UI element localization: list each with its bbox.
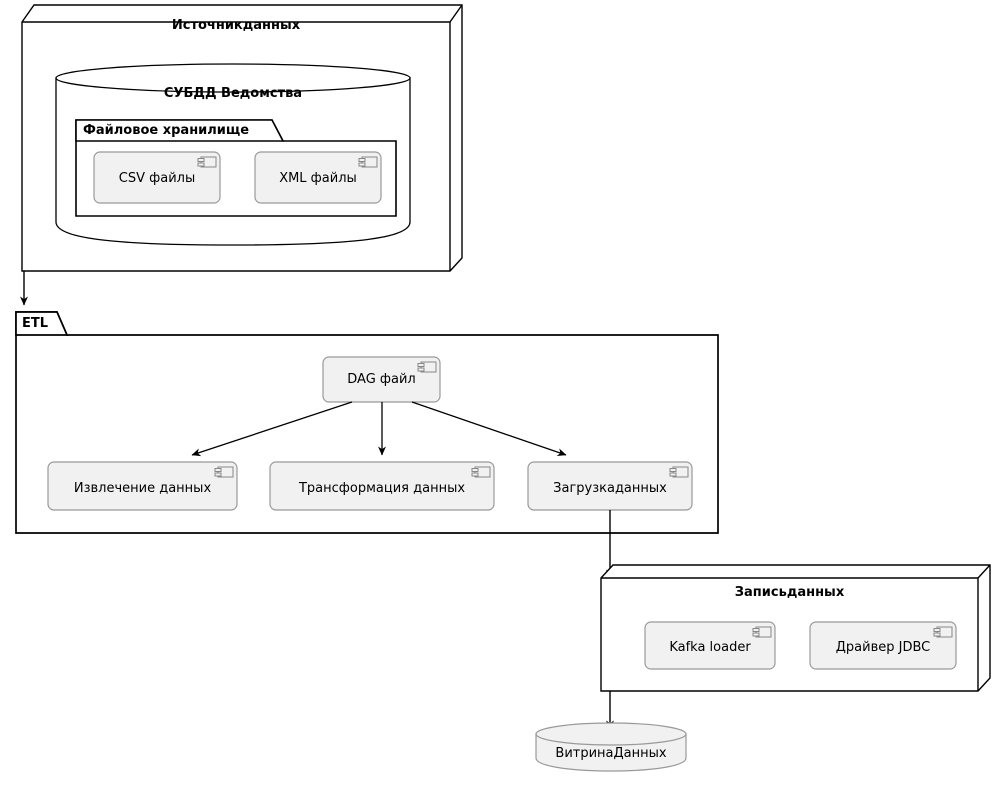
package-file-storage-title: Файловое хранилище [83,123,250,138]
component-xml-label: XML файлы [279,171,357,186]
node-write-title: Записьданных [734,585,845,600]
component-dag-label: DAG файл [347,372,416,387]
database-subd-title: СУБДД Ведомства [163,86,303,101]
component-csv[interactable] [93,151,221,204]
edge-dag-to-extract [191,401,353,457]
component-extract-label: Извлечение данных [73,481,212,496]
node-source-title: Источникданных [171,18,301,33]
component-load-label: Загрузкаданных [553,481,667,496]
component-icon [933,626,953,638]
component-icon [669,466,689,478]
package-etl-title: ETL [22,316,49,331]
edge-dag-to-load [411,401,567,457]
component-kafka-loader-label: Kafka loader [669,640,751,655]
component-csv-label: CSV файлы [118,171,196,186]
component-kafka-loader[interactable] [644,621,776,670]
component-jdbc-driver[interactable] [809,621,957,670]
component-transform-label: Трансформация данных [298,481,466,496]
component-xml[interactable] [254,151,382,204]
component-jdbc-driver-label: Драйвер JDBC [835,640,931,655]
component-transform[interactable] [269,461,495,511]
component-icon [752,626,772,638]
component-icon [214,466,234,478]
database-datamart-label: ВитринаДанных [555,746,667,761]
component-icon [471,466,491,478]
component-icon [417,361,437,373]
database-datamart[interactable] [535,722,687,772]
component-icon [358,156,378,168]
component-icon [197,156,217,168]
component-load[interactable] [527,461,693,511]
component-extract[interactable] [47,461,238,511]
